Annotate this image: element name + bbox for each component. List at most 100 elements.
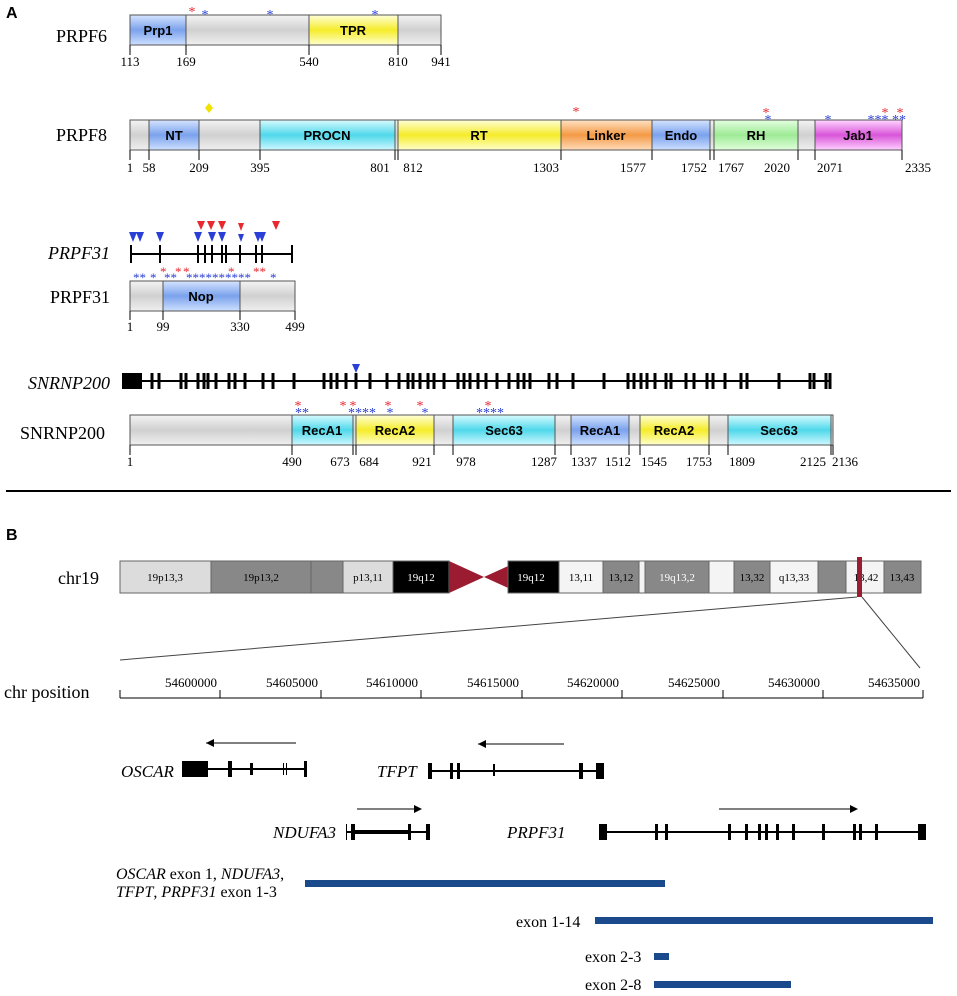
prpf8-tick: 1 bbox=[127, 160, 134, 175]
prpf8-domain-linker-label: Linker bbox=[586, 128, 625, 143]
blue-asterisk-icon: * bbox=[202, 8, 209, 23]
panel-letter-b: B bbox=[6, 527, 18, 544]
prpf8-domain-linker bbox=[560, 119, 653, 151]
blue-asterisk-icon: **** bbox=[186, 270, 212, 285]
red-asterisk-icon: * bbox=[340, 399, 347, 414]
prpf31-domain-nop-label: Nop bbox=[188, 289, 213, 304]
red-asterisk-icon: * bbox=[228, 264, 235, 279]
red-triangle-icon bbox=[197, 221, 205, 230]
blue-asterisk-icon: ** bbox=[238, 270, 251, 285]
prpf8-tick: 2335 bbox=[905, 160, 931, 175]
snrnp200-gene-exons bbox=[150, 373, 832, 389]
red-asterisk-icon: * bbox=[189, 5, 196, 20]
blue-triangle-icon bbox=[238, 234, 244, 242]
chr19-band bbox=[507, 560, 560, 594]
chr19-band-label: 19q12 bbox=[517, 572, 545, 584]
chr19-band bbox=[769, 560, 819, 594]
chr19-band-label: q13,33 bbox=[779, 572, 810, 584]
gene-prpf31: PRPF31 bbox=[506, 805, 926, 842]
arrow-left-icon bbox=[206, 739, 214, 747]
prpf31-gene-exons bbox=[130, 245, 293, 263]
prpf8-tick: 1303 bbox=[533, 160, 559, 175]
chr19-band bbox=[210, 560, 312, 594]
blue-asterisk-icon: * bbox=[267, 8, 274, 23]
chr19-band-label: 13,43 bbox=[890, 572, 915, 584]
snrnp200-gene-label: SNRNP200 bbox=[28, 373, 110, 393]
deletion-2: exon 1-14 bbox=[516, 914, 933, 931]
chr19-band bbox=[310, 560, 344, 594]
blue-asterisk-icon: * bbox=[150, 270, 157, 285]
deletion-4: exon 2-8 bbox=[585, 977, 791, 994]
blue-asterisk-icon: ** bbox=[133, 270, 146, 285]
chr19-band bbox=[733, 560, 771, 594]
snrnp200-mutation-markers: * ** * * **** * * * * * **** bbox=[295, 399, 505, 421]
chr19-band bbox=[845, 560, 885, 594]
prpf8-domain-jab1-label: Jab1 bbox=[843, 128, 873, 143]
red-asterisk-icon: * bbox=[417, 399, 424, 414]
chr-position-tick: 54610000 bbox=[366, 675, 418, 690]
red-asterisk-icon: * bbox=[350, 399, 357, 414]
prpf31-mutation-markers: ** * * ** * * **** **** * ** ** * bbox=[133, 264, 277, 285]
red-asterisk-icon: * bbox=[160, 264, 167, 279]
chr19-band bbox=[883, 560, 922, 594]
prpf6-diagram: PRPF6 Prp1 TPR 113 169 540 810 941 * * *… bbox=[56, 5, 451, 69]
snrnp200-tick: 921 bbox=[412, 454, 432, 469]
chr-position-tick: 54625000 bbox=[668, 675, 720, 690]
blue-triangle-icon bbox=[129, 232, 137, 242]
chr-position-tick: 54605000 bbox=[266, 675, 318, 690]
chr-position-axis: chr position 54600000 54605000 54610000 … bbox=[4, 675, 924, 702]
chr19-band-label: 19q12 bbox=[407, 572, 435, 584]
red-asterisk-icon: * bbox=[183, 264, 190, 279]
snrnp200-label: SNRNP200 bbox=[20, 423, 105, 443]
prpf6-tick: 540 bbox=[299, 54, 319, 69]
prpf8-domain-nt bbox=[148, 119, 200, 151]
prpf6-tick: 941 bbox=[431, 54, 451, 69]
snrnp200-tick: 2125 bbox=[800, 454, 826, 469]
snrnp200-tick: 1512 bbox=[605, 454, 631, 469]
chr19-ideogram: chr19 19p13,3 19p13,2 p13,11 19q12 19q12… bbox=[58, 557, 922, 669]
chr19-band bbox=[342, 560, 394, 594]
prpf6-domain-prp1-label: Prp1 bbox=[144, 23, 173, 38]
prpf6-domain-prp1 bbox=[129, 14, 187, 46]
chr19-label: chr19 bbox=[58, 568, 99, 588]
blue-triangle-icon bbox=[194, 232, 202, 242]
red-asterisk-icon: * bbox=[385, 399, 392, 414]
prpf6-label: PRPF6 bbox=[56, 26, 107, 46]
snrnp200-domain-reca2-2 bbox=[639, 414, 710, 446]
region-highlight bbox=[857, 557, 862, 597]
blue-asterisk-icon: * bbox=[825, 113, 832, 128]
zoom-line-left bbox=[119, 596, 858, 661]
blue-triangle-icon bbox=[156, 232, 164, 242]
chr19-band-label: 19q13,2 bbox=[659, 572, 695, 584]
prpf31-tick: 330 bbox=[230, 319, 250, 334]
snrnp200-domain-reca2 bbox=[355, 414, 435, 446]
red-asterisk-icon: ** bbox=[253, 264, 266, 279]
zoom-line-right bbox=[861, 596, 921, 669]
chr19-band bbox=[638, 560, 646, 594]
chr19-band-label: 13,32 bbox=[740, 572, 765, 584]
prpf8-domain-rt-label: RT bbox=[470, 128, 487, 143]
snrnp200-tick: 2136 bbox=[832, 454, 859, 469]
chr19-band bbox=[392, 560, 450, 594]
prpf31-gene-diagram: PRPF31 bbox=[47, 221, 293, 263]
blue-asterisk-icon: **** bbox=[348, 406, 376, 421]
prpf8-tick: 1752 bbox=[681, 160, 707, 175]
snrnp200-first-exon bbox=[122, 373, 142, 389]
chr-position-tick: 54630000 bbox=[768, 675, 820, 690]
red-asterisk-icon: * bbox=[175, 264, 182, 279]
blue-triangle-icon bbox=[218, 232, 226, 242]
chr-position-tick: 54600000 bbox=[165, 675, 217, 690]
gene-ndufa3: NDUFA3 bbox=[272, 805, 430, 842]
yellow-diamond-icon bbox=[205, 103, 213, 113]
deletion-3: exon 2-3 bbox=[585, 949, 669, 966]
snrnp200-tick: 684 bbox=[359, 454, 379, 469]
red-asterisk-icon: * bbox=[295, 399, 302, 414]
snrnp200-tick: 1337 bbox=[571, 454, 598, 469]
snrnp200-domain-reca2-label: RecA2 bbox=[375, 423, 415, 438]
snrnp200-domain-sec63-2 bbox=[727, 414, 832, 446]
snrnp200-tick: 1287 bbox=[531, 454, 558, 469]
prpf8-domain-rh bbox=[713, 119, 799, 151]
prpf8-tick: 2071 bbox=[817, 160, 843, 175]
gene-prpf31-label: PRPF31 bbox=[506, 823, 566, 842]
